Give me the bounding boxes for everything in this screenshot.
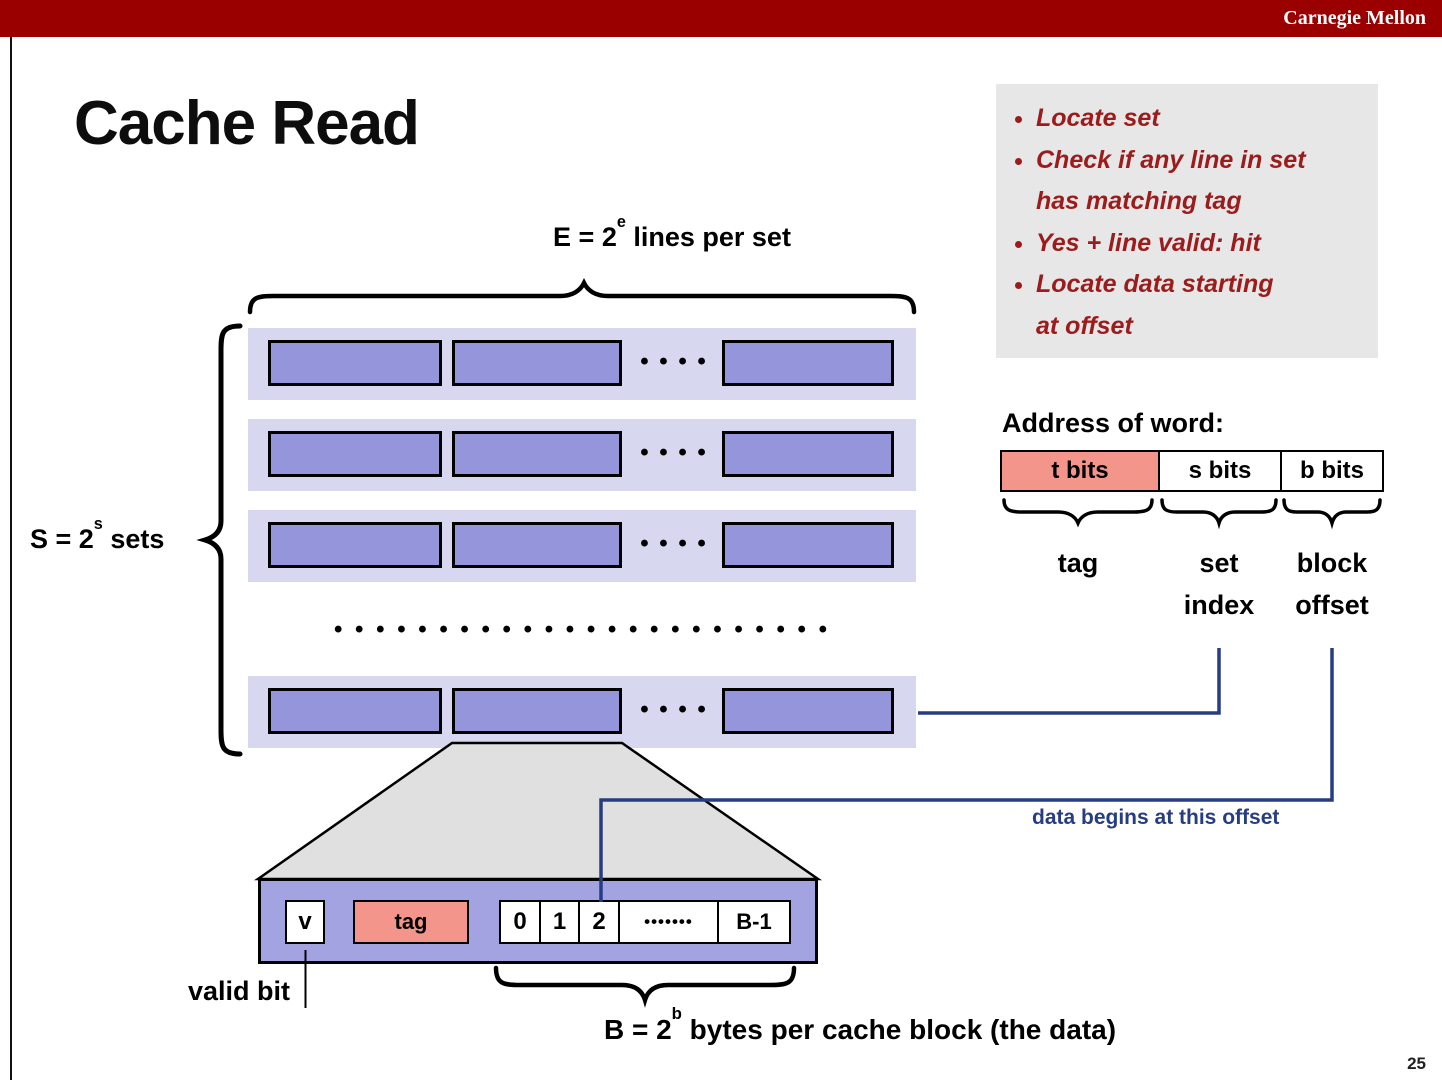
label-bytes-caption: B = 2b bytes per cache block (the data) <box>550 1006 1170 1046</box>
byte-cell-1: 1 <box>538 900 581 944</box>
cache-line-rect <box>268 522 442 568</box>
cache-line-detail: v tag 0 1 2 ••••••• B-1 <box>258 878 818 964</box>
row-ellipsis-dots: • • • • <box>640 696 708 723</box>
label-part: offset <box>1295 590 1369 620</box>
cache-line-rect <box>452 522 622 568</box>
label-lines-per-set: E = 2e lines per set <box>502 214 842 253</box>
address-field-bbits: b bits <box>1280 452 1382 490</box>
bullet-item: Locate set <box>1036 98 1322 140</box>
connector-set-index <box>918 648 1221 715</box>
label-set-index: set index <box>1160 542 1278 626</box>
address-field-sbits: s bits <box>1158 452 1280 490</box>
label-block-offset: block offset <box>1268 542 1396 626</box>
cache-line-rect <box>722 688 894 734</box>
label-data-begins: data begins at this offset <box>1032 806 1280 829</box>
superscript: e <box>616 213 626 232</box>
sets-ellipsis-dots: • • • • • • • • • • • • • • • • • • • • … <box>333 616 831 643</box>
cache-set-row: • • • • <box>248 510 916 582</box>
bullet-item: Locate data starting at offset <box>1036 264 1274 347</box>
label-part: set <box>1199 548 1239 578</box>
cache-line-rect <box>722 431 894 477</box>
label-valid-bit: valid bit <box>188 976 291 1006</box>
byte-cell-0: 0 <box>499 900 541 944</box>
label-part: bytes per cache block (the data) <box>681 1014 1117 1045</box>
brand-text: Carnegie Mellon <box>1283 7 1426 29</box>
label-part: S = 2 <box>30 524 94 554</box>
byte-cells: 0 1 2 ••••••• B-1 <box>499 900 791 944</box>
label-tag: tag <box>1057 548 1099 578</box>
bullet-panel: Locate set Check if any line in set has … <box>996 84 1378 358</box>
byte-cells-ellipsis: ••••••• <box>617 900 720 944</box>
address-heading: Address of word: <box>1002 408 1225 438</box>
label-part: index <box>1183 590 1255 620</box>
superscript: s <box>93 515 103 534</box>
tag-box: tag <box>353 900 469 944</box>
brace-lines-per-set <box>247 277 917 315</box>
valid-bit-box: v <box>285 900 325 944</box>
page-number: 25 <box>1407 1054 1426 1073</box>
superscript: b <box>671 1004 682 1024</box>
label-part: E = 2 <box>553 222 617 252</box>
cache-line-rect <box>452 340 622 386</box>
bullet-list: Locate set Check if any line in set has … <box>1014 98 1368 347</box>
cache-line-rect <box>452 431 622 477</box>
byte-cell-2: 2 <box>578 900 620 944</box>
label-part: lines per set <box>625 222 791 252</box>
brace-block-offset <box>1282 498 1382 530</box>
cache-line-rect <box>268 340 442 386</box>
row-ellipsis-dots: • • • • <box>640 530 708 557</box>
left-edge-line <box>10 37 12 1080</box>
address-table: t bits s bits b bits <box>1000 450 1384 492</box>
cache-line-rect <box>722 340 894 386</box>
cache-set-row: • • • • <box>248 676 916 748</box>
cache-line-rect <box>268 688 442 734</box>
brace-tag <box>1002 498 1154 528</box>
row-ellipsis-dots: • • • • <box>640 348 708 375</box>
cache-set-row: • • • • <box>248 328 916 400</box>
label-part: B = 2 <box>603 1014 672 1045</box>
address-field-tbits: t bits <box>1002 452 1158 490</box>
bullet-item: Check if any line in set has matching ta… <box>1036 140 1322 223</box>
byte-cell-b1: B-1 <box>717 900 791 944</box>
label-sets: S = 2s sets <box>30 516 165 555</box>
brace-sets <box>196 323 243 757</box>
cache-line-rect <box>452 688 622 734</box>
label-part: block <box>1296 548 1368 578</box>
label-part: sets <box>102 524 165 554</box>
cache-line-rect <box>268 431 442 477</box>
bullet-item: Yes + line valid: hit <box>1036 223 1322 265</box>
cache-line-rect <box>722 522 894 568</box>
header-bar: Carnegie Mellon <box>0 0 1442 37</box>
brace-set-index <box>1160 498 1278 530</box>
row-ellipsis-dots: • • • • <box>640 439 708 466</box>
brace-bytes <box>493 965 797 1008</box>
page-title: Cache Read <box>74 89 420 158</box>
cache-set-row: • • • • <box>248 419 916 491</box>
